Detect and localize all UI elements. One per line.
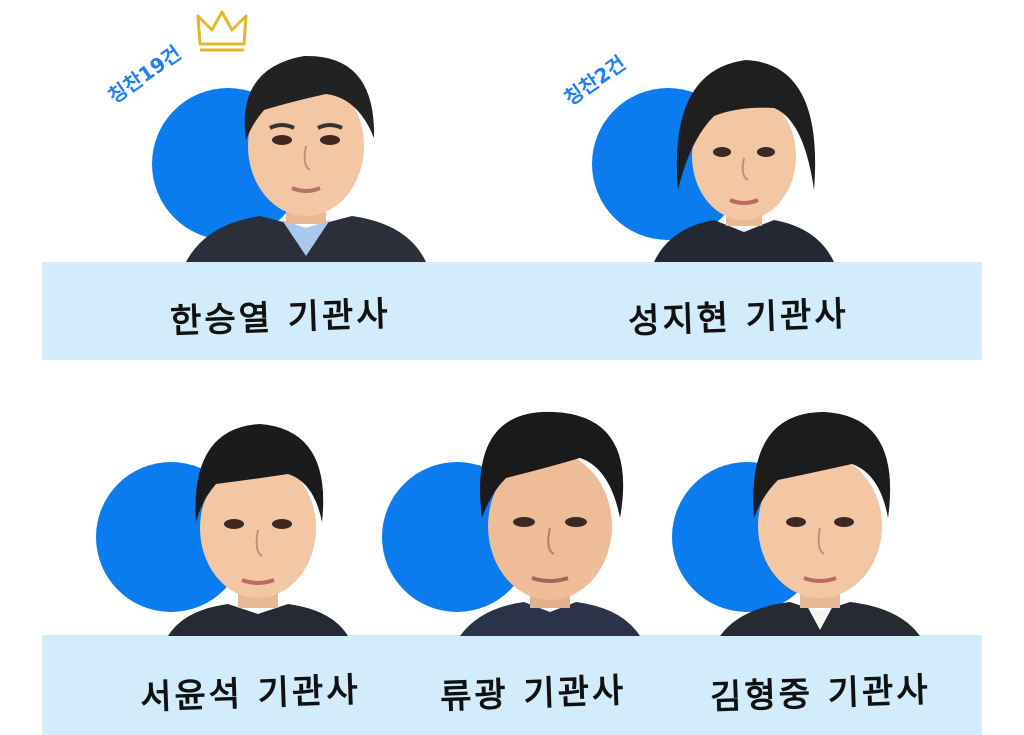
portrait-officer-4 (450, 398, 650, 636)
officer-name-3: 서윤석 기관사 (139, 670, 362, 718)
praise-count-officer-1: 칭찬19건 (103, 40, 186, 109)
portrait-officer-3 (168, 404, 348, 636)
crown-icon (194, 6, 250, 54)
portrait-officer-2 (654, 30, 834, 262)
officer-name-5: 김형중 기관사 (709, 670, 932, 718)
officer-name-2: 성지현 기관사 (627, 294, 850, 342)
name-band-top (42, 262, 982, 360)
name-band-bottom (42, 635, 982, 735)
portrait-officer-5 (720, 398, 920, 636)
officer-name-1: 한승열 기관사 (169, 294, 392, 342)
officer-name-4: 류광 기관사 (439, 670, 628, 718)
praise-count-officer-2: 칭찬2건 (559, 50, 631, 111)
portrait-officer-1 (186, 28, 426, 262)
